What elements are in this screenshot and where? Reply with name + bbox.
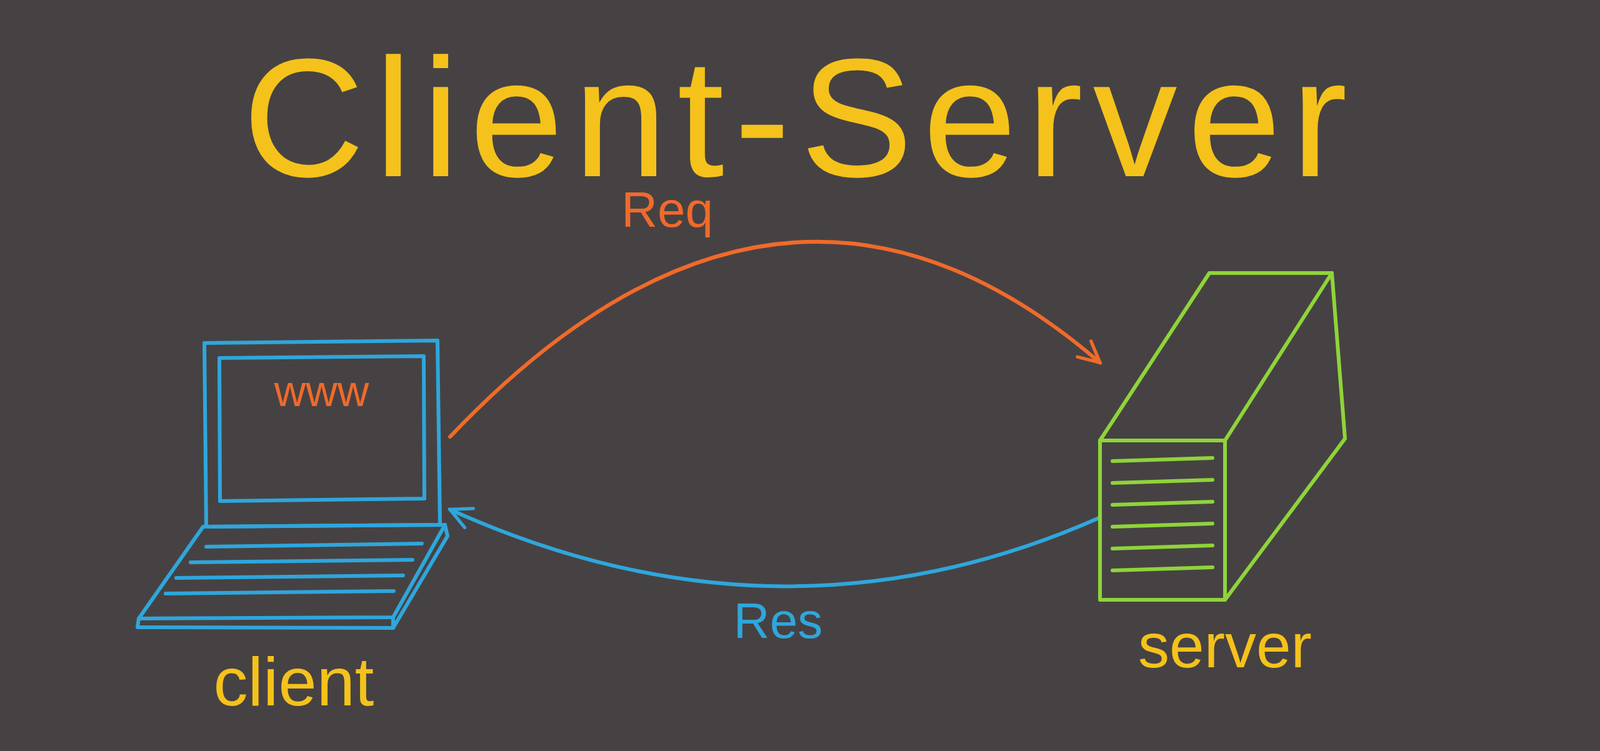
server-box: server: [1100, 270, 1350, 690]
arrow-connector: [450, 509, 1100, 587]
screen-text: www: [219, 367, 424, 416]
node-label: server: [1100, 611, 1350, 680]
server-box-outline: [1100, 270, 1350, 602]
diagram-title: Client-Server: [0, 25, 1600, 211]
arrow-connector: [450, 241, 1100, 437]
edge-label: Req: [621, 182, 714, 238]
edge-label: Res: [733, 593, 823, 649]
node-label: client: [137, 643, 450, 720]
client-laptop: www client: [137, 337, 450, 720]
